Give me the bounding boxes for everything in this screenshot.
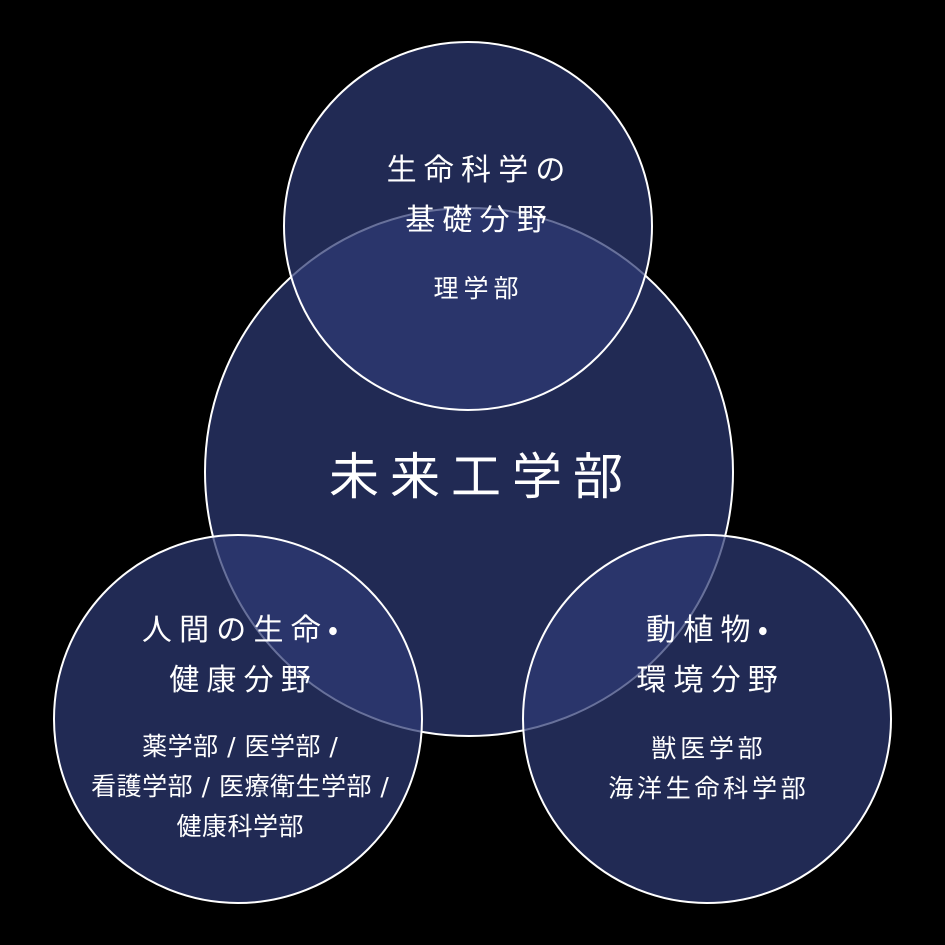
department-item: 獣医学部 [651, 734, 767, 763]
bottom-right-circle-heading: 動植物・ 環境分野 [629, 606, 785, 706]
top-circle-heading: 生命科学の 基礎分野 [379, 146, 572, 246]
top-circle-heading-line1: 生命科学の [386, 153, 573, 188]
department-item: 海洋生命科学部 [608, 774, 810, 803]
bottom-left-circle-departments: 薬学部 / 医学部 / 看護学部 / 医療衛生学部 / 健康科学部 [91, 727, 390, 847]
department-item: 健康科学部 [176, 812, 304, 841]
department-item: 理学部 [433, 274, 524, 303]
bottom-left-circle-heading: 人間の生命・ 健康分野 [135, 606, 346, 706]
top-circle-heading-line2: 基礎分野 [405, 203, 554, 238]
bottom-right-circle [522, 534, 892, 904]
bottom-left-circle-heading-line1: 人間の生命・ [141, 613, 346, 648]
department-item: 薬学部 / 医学部 / [142, 732, 339, 761]
top-circle [283, 41, 653, 411]
bottom-left-circle-heading-line2: 健康分野 [169, 663, 318, 698]
bottom-left-circle [53, 534, 423, 904]
bottom-right-circle-heading-line1: 動植物・ [646, 613, 776, 648]
top-circle-departments: 理学部 [428, 274, 523, 304]
bottom-right-circle-heading-line2: 環境分野 [636, 663, 785, 698]
bottom-right-circle-departments: 獣医学部 海洋生命科学部 [604, 729, 809, 809]
department-item: 看護学部 / 医療衛生学部 / [91, 772, 390, 801]
center-circle-label: 未来工学部 [329, 448, 634, 506]
